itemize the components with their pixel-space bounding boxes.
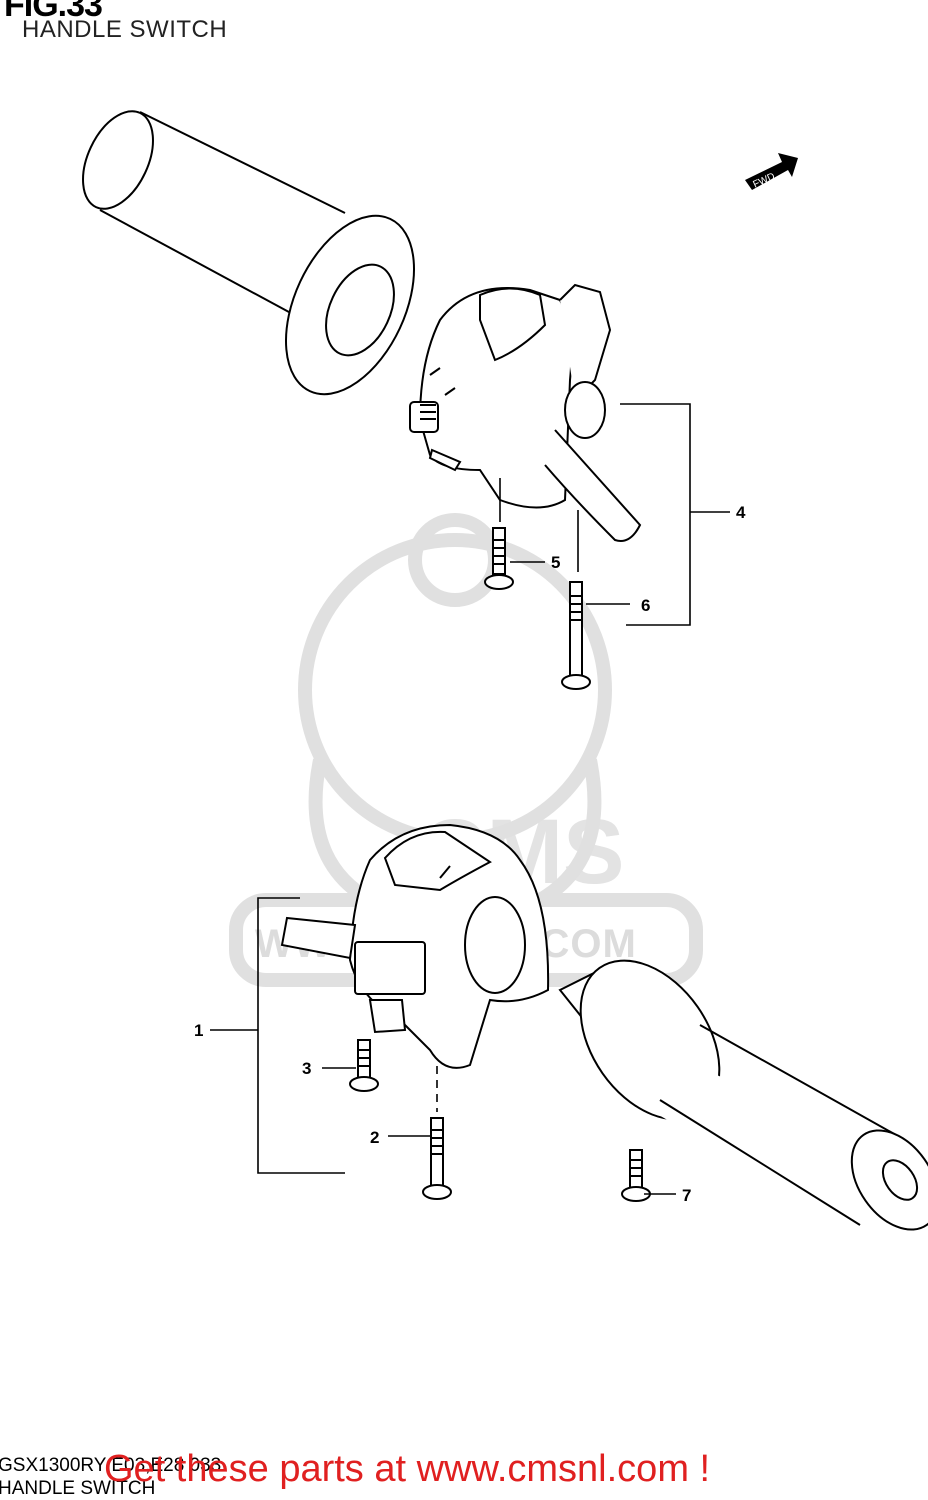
fwd-arrow [745,153,798,190]
callout-1-bracket [210,897,438,1174]
callout-3: 3 [302,1059,311,1078]
callout-5: 5 [551,553,560,572]
model-code: GSX1300RY E03,E28 033 [0,1455,222,1476]
screw-3 [349,1039,379,1092]
callout-7: 7 [682,1186,691,1205]
figure-subtitle: HANDLE SWITCH [22,16,228,43]
callout-4: 4 [736,503,746,522]
left-handle-switch [409,283,642,542]
callout-6: 6 [641,596,650,615]
screw-5 [484,527,514,590]
callout-4-bracket [499,403,730,626]
footer-subtitle: HANDLE SWITCH [0,1478,156,1499]
screw-6 [561,581,591,690]
promo-link[interactable]: Get these parts at www.cmsnl.com ! [104,1448,711,1490]
left-grip [82,110,416,396]
fwd-label: FWD [751,171,776,191]
callout-1: 1 [194,1021,203,1040]
callout-2: 2 [370,1128,379,1147]
screw-2 [422,1117,452,1200]
figure-title: FIG.33 [4,0,103,24]
throttle-grip [558,959,928,1231]
right-handle-switch [280,823,550,1069]
